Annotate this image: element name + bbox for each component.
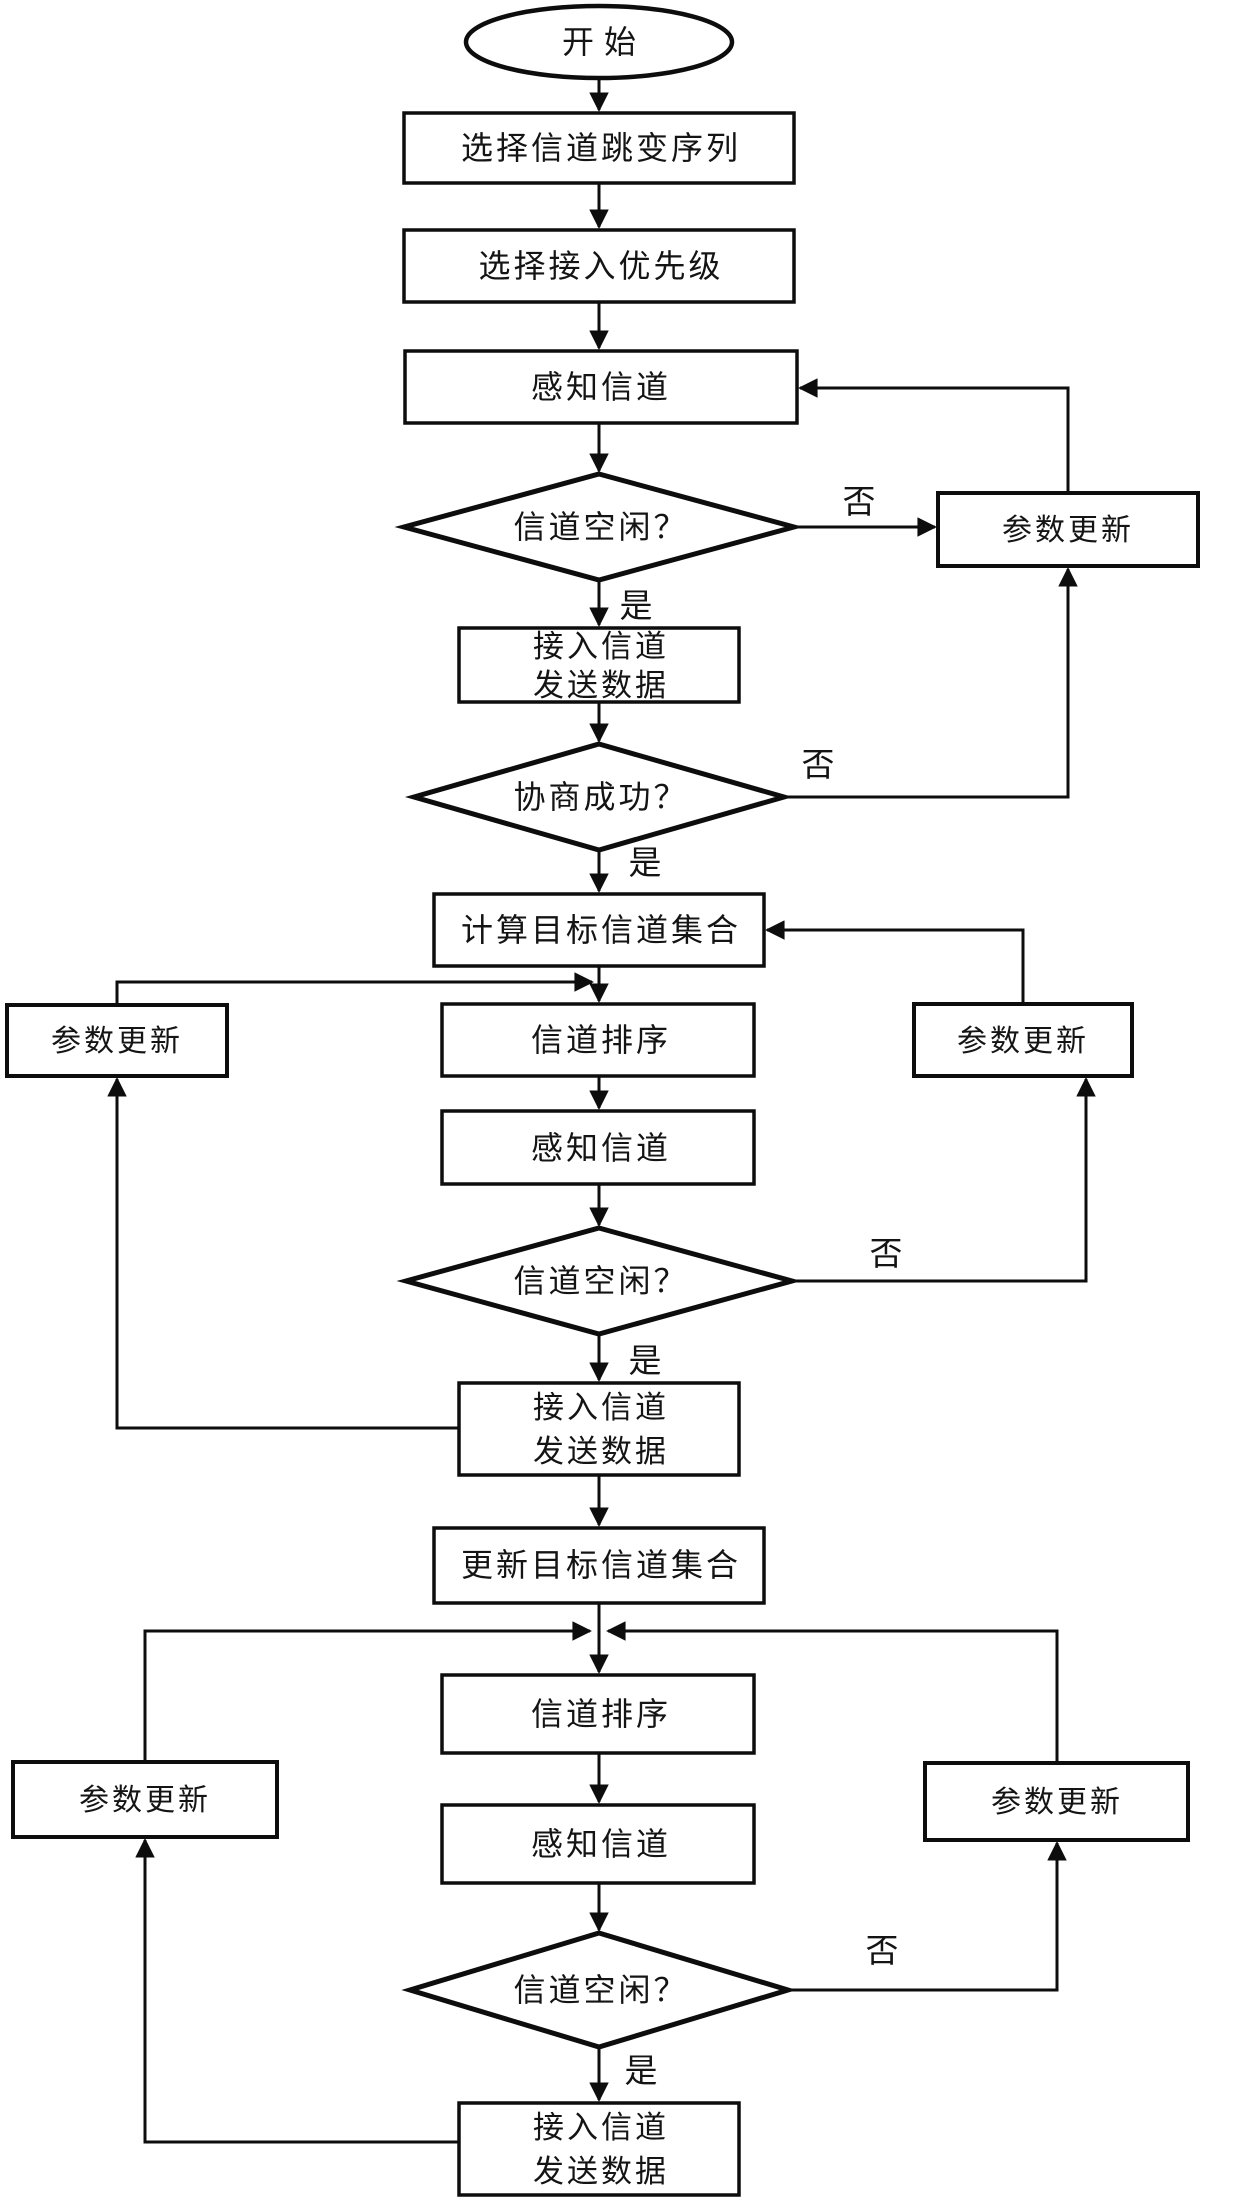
channel-idle-3-label: 信道空闲？ xyxy=(513,1972,688,2008)
param-update-3-box xyxy=(912,1002,1134,1078)
access-channel-1-line2: 发送数据 xyxy=(533,668,669,703)
access-channel-2-line1: 接入信道 xyxy=(533,1390,669,1425)
select-priority-box xyxy=(402,228,796,304)
edge-label-yes-3: 是 xyxy=(629,1344,662,1380)
node-update-target-set: 更新目标信道集合 xyxy=(432,1526,766,1605)
access-channel-3-box xyxy=(457,2101,741,2197)
param-update-1-label: 参数更新 xyxy=(1002,514,1134,547)
sense-channel-1-box xyxy=(403,349,799,425)
node-channel-idle-3: 信道空闲？ xyxy=(401,1930,797,2050)
edge-label-yes-4: 是 xyxy=(625,2054,658,2090)
node-channel-sort-2: 信道排序 xyxy=(440,1673,756,1755)
edge-label-no-4: 否 xyxy=(866,1934,899,1970)
edge-access3-to-param4 xyxy=(135,1838,459,2144)
channel-idle-1-label: 信道空闲？ xyxy=(513,509,688,545)
edge-negotiation-no-to-param1 xyxy=(784,567,1078,799)
edge-access2-to-param2 xyxy=(107,1077,459,1430)
param-update-5-box xyxy=(923,1761,1190,1842)
channel-sort-2-box xyxy=(440,1673,756,1755)
update-target-set-label: 更新目标信道集合 xyxy=(461,1547,741,1583)
edge-param1-to-sense1 xyxy=(798,378,1070,493)
param-update-5-label: 参数更新 xyxy=(991,1786,1123,1819)
param-update-2-box xyxy=(5,1003,229,1078)
compute-target-set-box xyxy=(432,892,766,968)
channel-idle-1-diamond xyxy=(394,471,804,583)
access-channel-1-line1: 接入信道 xyxy=(533,629,669,664)
sense-channel-2-box xyxy=(440,1109,756,1186)
edge-label-yes-1: 是 xyxy=(620,589,653,625)
negotiation-success-label: 协商成功？ xyxy=(513,779,688,815)
node-negotiation-success: 协商成功？ xyxy=(404,741,794,853)
edge-labels: 否 是 否 是 否 是 否 是 xyxy=(620,485,903,2090)
node-channel-idle-1: 信道空闲？ xyxy=(394,471,804,583)
select-sequence-label: 选择信道跳变序列 xyxy=(461,130,741,166)
node-channel-idle-2: 信道空闲？ xyxy=(396,1225,802,1337)
node-access-channel-3: 接入信道 发送数据 xyxy=(457,2101,741,2197)
node-sense-channel-2: 感知信道 xyxy=(440,1109,756,1186)
channel-idle-3-diamond xyxy=(401,1930,797,2050)
channel-idle-2-diamond xyxy=(396,1225,802,1337)
access-channel-2-box xyxy=(457,1381,741,1477)
edge-label-no-1: 否 xyxy=(843,485,876,521)
param-update-4-box xyxy=(11,1760,279,1839)
negotiation-success-diamond xyxy=(404,741,794,853)
node-compute-target-set: 计算目标信道集合 xyxy=(432,892,766,968)
node-sense-channel-1: 感知信道 xyxy=(403,349,799,425)
node-start: 开始 xyxy=(463,3,735,81)
edge-param5-to-sort2 xyxy=(606,1621,1059,1763)
connectors xyxy=(107,78,1096,2144)
node-param-update-5: 参数更新 xyxy=(923,1761,1190,1842)
compute-target-set-label: 计算目标信道集合 xyxy=(461,912,741,948)
sense-channel-3-label: 感知信道 xyxy=(531,1826,671,1862)
node-select-sequence: 选择信道跳变序列 xyxy=(402,111,796,185)
sense-channel-3-box xyxy=(440,1803,756,1885)
channel-sort-1-box xyxy=(440,1002,756,1078)
param-update-3-label: 参数更新 xyxy=(957,1025,1089,1058)
edge-label-yes-2: 是 xyxy=(629,846,662,882)
sense-channel-2-label: 感知信道 xyxy=(531,1130,671,1166)
edge-param2-to-sort1 xyxy=(115,972,594,1005)
sense-channel-1-label: 感知信道 xyxy=(531,369,671,405)
param-update-4-label: 参数更新 xyxy=(79,1784,211,1817)
node-param-update-2: 参数更新 xyxy=(5,1003,229,1078)
start-terminator-shape xyxy=(463,3,735,81)
edge-param3-to-compute xyxy=(765,920,1025,1004)
node-channel-sort-1: 信道排序 xyxy=(440,1002,756,1078)
edge-param4-to-sort2 xyxy=(143,1621,592,1762)
start-label: 开始 xyxy=(562,24,646,60)
edge-idle2-no-to-param3 xyxy=(792,1077,1096,1283)
update-target-set-box xyxy=(432,1526,766,1605)
node-sense-channel-3: 感知信道 xyxy=(440,1803,756,1885)
node-param-update-3: 参数更新 xyxy=(912,1002,1134,1078)
param-update-1-box xyxy=(936,491,1200,568)
edge-label-no-2: 否 xyxy=(802,748,835,784)
access-channel-3-line2: 发送数据 xyxy=(533,2154,669,2189)
edge-idle3-no-to-param5 xyxy=(788,1841,1067,1992)
channel-sort-2-label: 信道排序 xyxy=(531,1696,671,1732)
node-param-update-4: 参数更新 xyxy=(11,1760,279,1839)
select-priority-label: 选择接入优先级 xyxy=(478,248,723,284)
node-access-channel-2: 接入信道 发送数据 xyxy=(457,1381,741,1477)
access-channel-3-line1: 接入信道 xyxy=(533,2110,669,2145)
node-access-channel-1: 接入信道 发送数据 xyxy=(457,626,741,704)
access-channel-1-box xyxy=(457,626,741,704)
param-update-2-label: 参数更新 xyxy=(51,1025,183,1058)
node-param-update-1: 参数更新 xyxy=(936,491,1200,568)
channel-idle-2-label: 信道空闲？ xyxy=(513,1263,688,1299)
select-sequence-box xyxy=(402,111,796,185)
node-select-priority: 选择接入优先级 xyxy=(402,228,796,304)
edge-label-no-3: 否 xyxy=(870,1237,903,1273)
access-channel-2-line2: 发送数据 xyxy=(533,1434,669,1469)
channel-sort-1-label: 信道排序 xyxy=(531,1022,671,1058)
